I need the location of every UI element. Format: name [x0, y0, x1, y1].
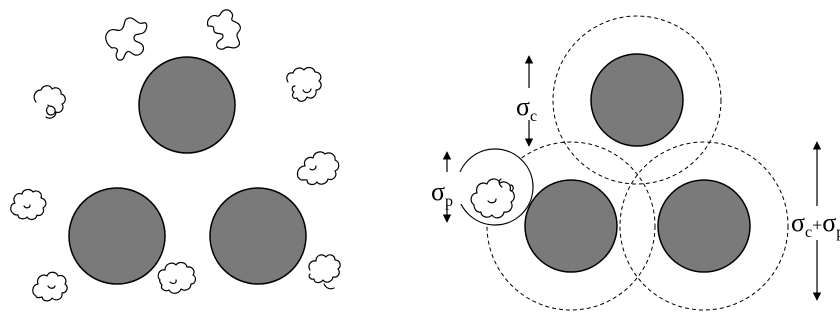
colloid-top-right-panel	[590, 53, 684, 147]
depletion-zone-bottom-right	[619, 141, 789, 311]
polymer-coil-2	[206, 9, 241, 50]
polymer-coil-1	[105, 17, 148, 61]
sigma-p-label-bg	[430, 172, 464, 204]
sigma-c-label-bg	[514, 88, 548, 120]
polymer-coil-in-sphere	[470, 178, 515, 219]
polymer-coil-6	[10, 188, 47, 221]
colloid-top-left-panel	[138, 56, 236, 154]
depletion-zone-top	[552, 15, 722, 185]
polymer-coil-7	[32, 271, 68, 302]
sigma-sum-label-bg	[790, 206, 840, 240]
right-panel: σp σc σc+σp	[430, 15, 840, 311]
polymer-coil-3	[286, 66, 322, 102]
sigma-c-plus-sigma-p-label: σc+σp	[791, 208, 840, 241]
left-panel	[10, 9, 341, 302]
colloid-bottom-right-left-panel	[209, 187, 307, 285]
colloid-bottom-left-right-panel	[524, 179, 618, 273]
polymer-sphere	[456, 148, 534, 226]
colloid-bottom-right-right-panel	[657, 179, 751, 273]
sigma-c-label: σc	[516, 92, 537, 125]
depletion-zone-bottom-left	[486, 141, 656, 311]
polymer-coil-8	[157, 261, 197, 294]
polymer-coil-4	[33, 85, 66, 119]
polymer-coil-9	[308, 254, 341, 290]
polymer-coil-5	[296, 151, 340, 186]
colloid-bottom-left-left-panel	[68, 187, 166, 285]
sigma-p-label: σp	[431, 177, 453, 210]
